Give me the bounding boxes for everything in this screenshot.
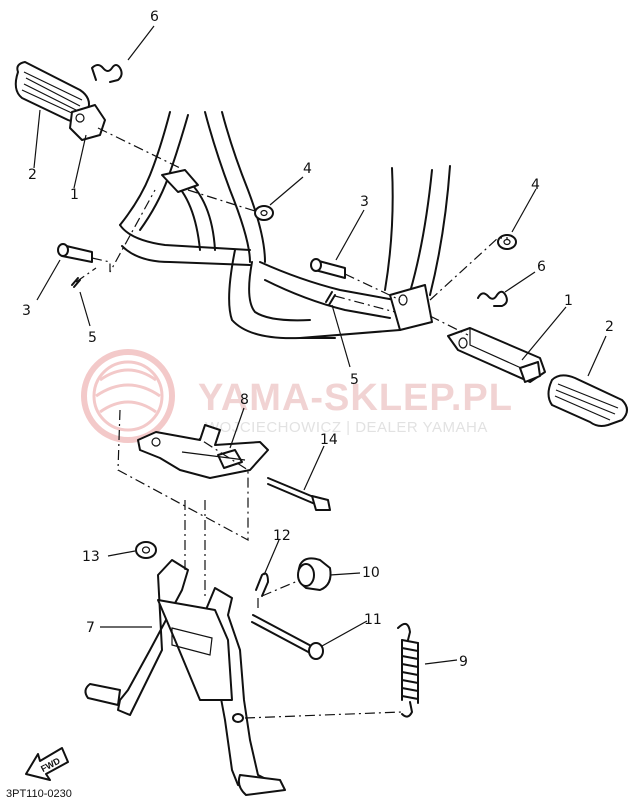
callout-3-left: 3: [22, 303, 31, 319]
shaft: [251, 614, 324, 660]
diagram-code: 3PT110-0230: [6, 788, 72, 800]
pin-right: [310, 258, 346, 279]
callout-3-right: 3: [360, 194, 369, 210]
callout-2-left: 2: [28, 167, 37, 183]
watermark: YAMA-SKLEP.PL WOJCIECHOWICZ | DEALER YAM…: [81, 349, 513, 443]
leader-lines: [33, 25, 607, 665]
collar: [297, 557, 332, 591]
cotter-pin-left: [71, 277, 81, 288]
washer-right: [497, 234, 517, 250]
footrest-bracket-left: [69, 104, 106, 141]
bolt-long: [267, 477, 331, 511]
frame-tubes: [119, 111, 451, 340]
callout-13: 13: [82, 549, 100, 565]
callout-4-left: 4: [303, 161, 312, 177]
callout-2-right: 2: [605, 319, 614, 335]
spring-right: [477, 290, 508, 307]
cotter-pin-right: [325, 291, 336, 306]
watermark-logo: [81, 349, 175, 443]
callout-12: 12: [273, 528, 291, 544]
callout-10: 10: [362, 565, 380, 581]
callout-1-left: 1: [70, 187, 79, 203]
footrest-rubber-right: [547, 374, 628, 427]
washer-left: [254, 205, 274, 221]
watermark-subtitle: WOJCIECHOWICZ | DEALER YAMAHA: [205, 419, 488, 436]
callout-11: 11: [364, 612, 382, 628]
callout-4-right: 4: [531, 177, 540, 193]
callout-6-right: 6: [537, 259, 546, 275]
callout-9: 9: [459, 654, 468, 670]
callout-7: 7: [86, 620, 95, 636]
callout-1-right: 1: [564, 293, 573, 309]
pin-left: [57, 243, 93, 263]
callout-5-left: 5: [88, 330, 97, 346]
callout-14: 14: [320, 432, 338, 448]
footrest-bracket-right: [447, 327, 546, 383]
spring-left: [91, 64, 123, 83]
callout-8: 8: [240, 392, 249, 408]
callout-5-right: 5: [350, 372, 359, 388]
callout-6-left: 6: [150, 9, 159, 25]
watermark-title: YAMA-SKLEP.PL: [198, 377, 513, 419]
center-stand: [84, 559, 286, 796]
fwd-arrow-icon: FWD: [25, 747, 69, 781]
clip-pin: [255, 572, 269, 597]
assembly-lines: [75, 127, 508, 719]
callouts: 6 2 1 4 3 5 3 4 6 1 2 5 8 14 13 12 10 7 …: [22, 9, 614, 670]
stand-spring: [397, 622, 419, 718]
washer-13: [135, 541, 157, 559]
